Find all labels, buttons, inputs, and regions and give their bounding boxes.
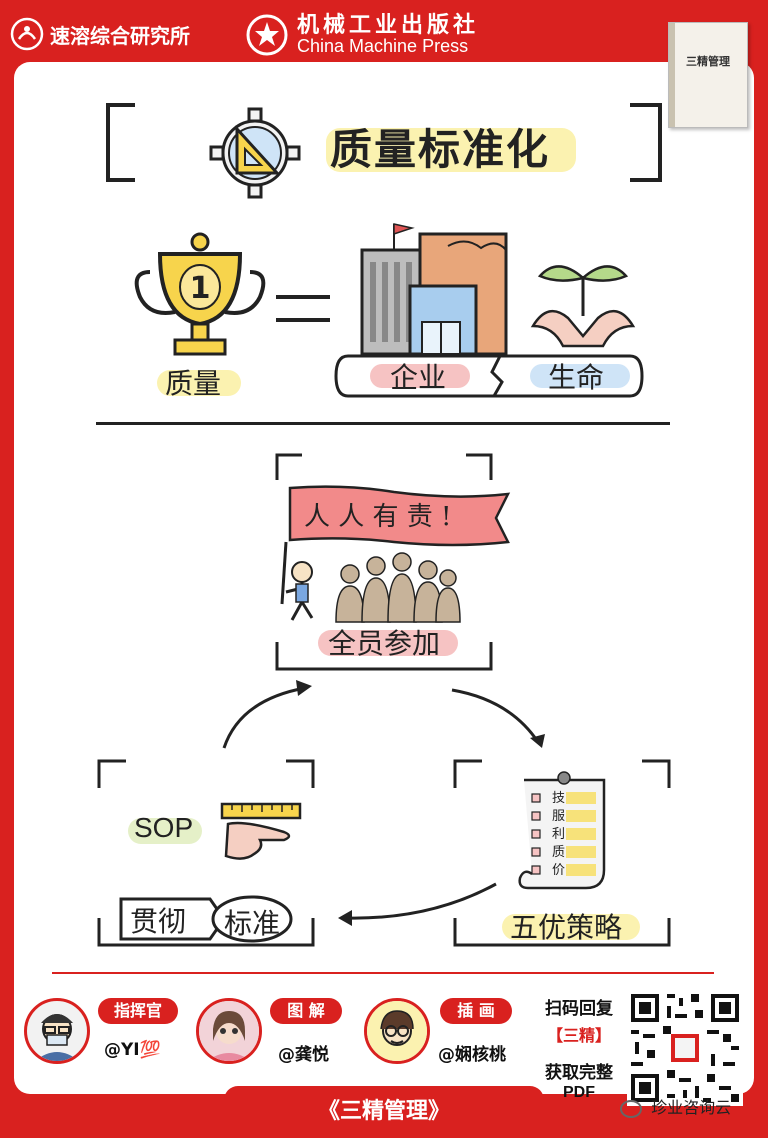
book-cover: 三精管理 [668,22,748,128]
avatar-illustrator-photo-icon [199,1001,259,1061]
equals-sign-bottom [276,318,330,322]
strategy-highlight [502,914,640,940]
sop-label: SOP [134,812,194,843]
page-title: 质量标准化 [330,125,551,174]
org-logo-icon [10,17,44,51]
buildings-illustration [360,223,508,356]
section-divider [96,422,670,425]
checklist-items: 技 服 利 质 价 [552,790,572,880]
avatar [24,998,90,1064]
role-badge: 图 解 [270,998,342,1024]
life-highlight [530,364,630,388]
org-brand: 速溶综合研究所 [10,14,190,54]
person-name: @娴核桃 [438,1045,506,1065]
scan-keyword: 【三精】 [546,1026,611,1045]
sprout-hands-illustration [530,265,636,348]
scan-line-4: PDF [563,1084,595,1101]
wechat-icon [620,1099,642,1118]
qr-code-icon [627,990,743,1106]
checklist-scroll-illustration [518,771,606,890]
strategy-label: 五优策略 [510,911,623,944]
quality-highlight [157,370,241,396]
publisher-en: China Machine Press [297,36,469,57]
left-box-corners [97,759,315,947]
person-name: @YI💯 [104,1040,161,1060]
trophy-number: 1 [190,271,211,306]
role-badge: 指挥官 [98,998,178,1024]
list-item: 质 [552,845,566,860]
list-item: 利 [552,827,566,842]
ruler-hand-icon [220,802,302,860]
header-bar: 速溶综合研究所 机械工业出版社 China Machine Press [0,0,768,70]
publisher-brand: 机械工业出版社 China Machine Press [245,8,479,62]
crowd-illustration [280,541,461,623]
trophy-icon: 1 [134,232,266,356]
title-brackets [106,103,662,182]
equals-sign-top [276,295,330,299]
scan-line-3: 获取完整 [545,1063,613,1083]
publisher-cn: 机械工业出版社 [297,13,480,38]
company-highlight [370,364,470,388]
book-spine [669,23,675,127]
scan-line-1: 扫码回复 [545,999,613,1019]
wechat-account: 珍业咨询云 [651,1098,732,1117]
book-cover-title: 三精管理 [686,55,730,68]
wechat-watermark: 珍业咨询云 [620,1094,731,1118]
cycle-arrows [222,680,545,926]
implement-label: 贯彻 [130,905,187,938]
avatar-commander-icon [35,1014,79,1061]
quality-label: 质量 [165,367,222,400]
avatar [196,998,262,1064]
participate-label: 全员参加 [328,627,441,660]
list-item: 服 [552,809,566,824]
footer-book-title: 《三精管理》 [224,1086,544,1138]
list-item: 技 [552,791,566,806]
right-box-corners [453,759,671,947]
avatar-painter-icon [367,1001,427,1061]
standard-button-shape [211,895,293,943]
participate-highlight [318,630,458,656]
list-item: 价 [552,863,566,878]
qr-code[interactable] [627,990,743,1106]
standard-label: 标准 [224,907,281,940]
sop-highlight [128,818,202,844]
role-badge: 插 画 [440,998,512,1024]
org-name: 速溶综合研究所 [50,23,190,48]
life-label: 生命 [548,361,605,394]
title-highlight [326,128,576,172]
flag-banner [288,485,511,547]
emblem-icon [246,14,288,56]
avatar [364,998,430,1064]
footer-divider [52,972,714,974]
person-name: @龚悦 [278,1045,329,1065]
company-label: 企业 [390,361,447,394]
top-box-corners [275,453,493,671]
flag-text: 人 人 有 责 ! [304,502,452,532]
gear-ruler-icon [209,107,301,199]
